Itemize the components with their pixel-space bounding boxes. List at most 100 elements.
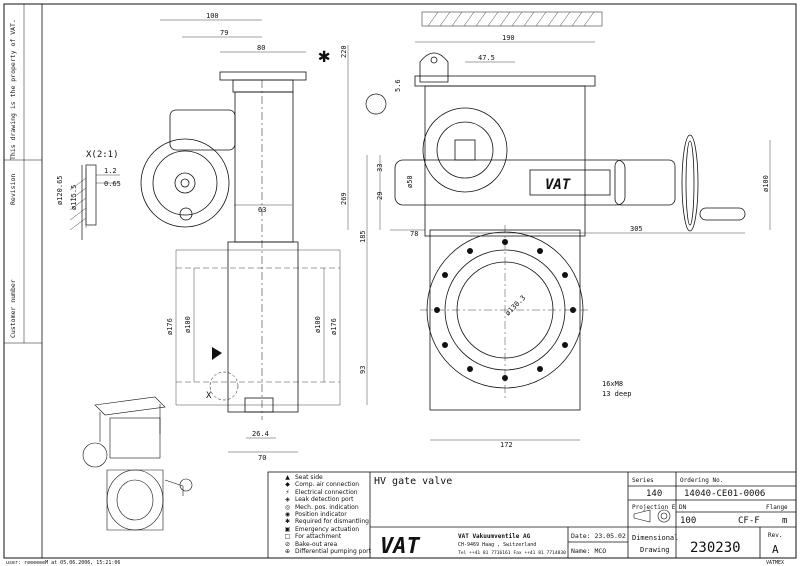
dim-63: 63 (258, 206, 266, 214)
title-block-frame (267, 471, 797, 559)
legend-item: □ For attachment (283, 533, 341, 540)
dim-79: 79 (220, 29, 228, 37)
dim-172: 172 (500, 441, 513, 449)
dim-100-right: ø100 (314, 316, 322, 333)
legend-symbol-icon: □ (284, 533, 291, 541)
date-field: Date: 23.05.02 (571, 532, 626, 540)
name-field: Name: MCO (571, 547, 606, 555)
wall-hatch (421, 11, 603, 27)
dim-185: 185 (359, 230, 367, 243)
dim-26-4: 26.4 (252, 430, 269, 438)
detail-x-marker: X (206, 391, 212, 401)
dim-47-5: 47.5 (478, 54, 495, 62)
legend-text: Electrical connection (295, 488, 358, 496)
dismantling-asterisk: ✱ (318, 43, 330, 67)
series-value: 140 (646, 489, 662, 499)
flange-value: CF-F (738, 516, 760, 526)
dim-78: 78 (410, 230, 418, 238)
side-view (140, 19, 341, 453)
flange-bolts (434, 239, 576, 381)
projection-label: Projection E (632, 504, 676, 511)
legend-symbol-icon: ▣ (284, 525, 291, 533)
footer-right: VATMEX (766, 560, 784, 566)
dim-176-right: ø176 (330, 318, 338, 335)
ordering-label: Ordering No. (680, 477, 723, 484)
legend-item: ⚡ Electrical connection (283, 488, 358, 496)
actuator-logo: VAT (545, 177, 571, 193)
legend-symbol-icon: ▲ (285, 474, 290, 481)
legend-symbol-icon: ⚡ (285, 488, 290, 496)
series-label: Series (632, 477, 654, 484)
dim-33: 33 (376, 164, 384, 172)
property-notice: This drawing is the property of VAT. (9, 19, 17, 160)
title: HV gate valve (374, 476, 452, 487)
rev-label: Rev. (768, 532, 782, 539)
legend-item: ⊘ Bake-out area (283, 541, 337, 548)
legend-text: Required for dismantling (295, 518, 369, 526)
company-logo: VAT (380, 534, 420, 559)
dim-93: 93 (359, 366, 367, 374)
dim-269: 269 (340, 192, 348, 205)
legend-symbol-icon: ◉ (284, 511, 291, 518)
legend-text: Emergency actuation (295, 525, 360, 533)
legend-text: For attachment (295, 533, 342, 541)
ordering-value: 14040-CE01-0006 (684, 489, 765, 499)
legend-symbol-icon: ◎ (284, 503, 291, 511)
rev-value: A (772, 543, 779, 556)
drawing-number: 230230 (690, 540, 741, 556)
company-address: CH-9469 Haag , Switzerland (458, 542, 536, 548)
legend-item: ◎ Mech. pos. indication (283, 504, 359, 511)
legend-text: Mech. pos. indication (295, 503, 359, 511)
legend-text: Comp. air connection (295, 481, 360, 489)
legend-item: ◈ Leak detection port (283, 496, 354, 504)
dim-220: 220 (340, 45, 348, 58)
dim-50: ø50 (406, 175, 414, 188)
dim-100-left: ø100 (184, 316, 192, 333)
tapping-spec-1: 16xM8 (602, 380, 623, 388)
flange-label: Flange (766, 504, 788, 511)
legend-text: Bake-out area (295, 540, 338, 548)
dim-70: 70 (258, 454, 266, 462)
drawing-label: Drawing (640, 546, 670, 554)
front-view (347, 41, 771, 441)
legend-item: ▣ Emergency actuation (283, 526, 359, 533)
tapping-spec-2: 13 deep (602, 390, 632, 398)
position-indicator-callout (365, 93, 387, 115)
legend-item: ◆ Comp. air connection (283, 481, 359, 488)
customer-number-label: Customer number (9, 279, 17, 338)
dim-5-6: 5.6 (394, 79, 402, 92)
unit-value: m (782, 516, 787, 526)
legend-symbol-icon: ◆ (285, 481, 290, 489)
legend-symbol-icon: ◈ (285, 496, 290, 504)
detail-dim-3: ø120.65 (56, 175, 64, 205)
detail-dim-4: ø115.5 (70, 185, 78, 210)
legend-symbol-icon: ✱ (284, 518, 291, 526)
legend-item: ▲Seat side (283, 474, 323, 481)
dim-29: 29 (376, 192, 384, 200)
legend-item: ✱ Required for dismantling (283, 518, 369, 525)
dim-80: 80 (257, 44, 265, 52)
detail-dim-2: 0.65 (104, 180, 121, 188)
detail-x-view (69, 164, 120, 240)
company-name: VAT Vakuumventile AG (458, 533, 531, 540)
dim-100-top: 100 (206, 12, 219, 20)
dim-176-left: ø176 (166, 318, 174, 335)
dim-100-handwheel: ø100 (762, 175, 770, 192)
dim-130-3: ø130.3 (504, 294, 528, 318)
legend-symbol-icon: ⊕ (284, 548, 291, 555)
legend-text: Differential pumping port (295, 548, 371, 555)
dn-value: 100 (680, 516, 696, 526)
legend-symbol-icon: ⊘ (284, 540, 291, 548)
isometric-view (82, 396, 193, 531)
dim-190: 190 (502, 34, 515, 42)
legend-text: Position indicator (295, 511, 347, 518)
dimensional-label: Dimensional (632, 534, 678, 542)
projection-symbol (633, 509, 671, 523)
legend-item: ⊕ Differential pumping port (283, 548, 371, 555)
company-phone: Tel ++41 81 7716161 Fax ++41 81 7714830 (458, 550, 566, 556)
seat-side-marker (212, 347, 222, 360)
legend-text: Leak detection port (295, 496, 354, 504)
legend-item: ◉ Position indicator (283, 511, 347, 518)
footer-left: user: reeeeeeM at 05.06.2006, 15:21:06 (6, 560, 120, 566)
